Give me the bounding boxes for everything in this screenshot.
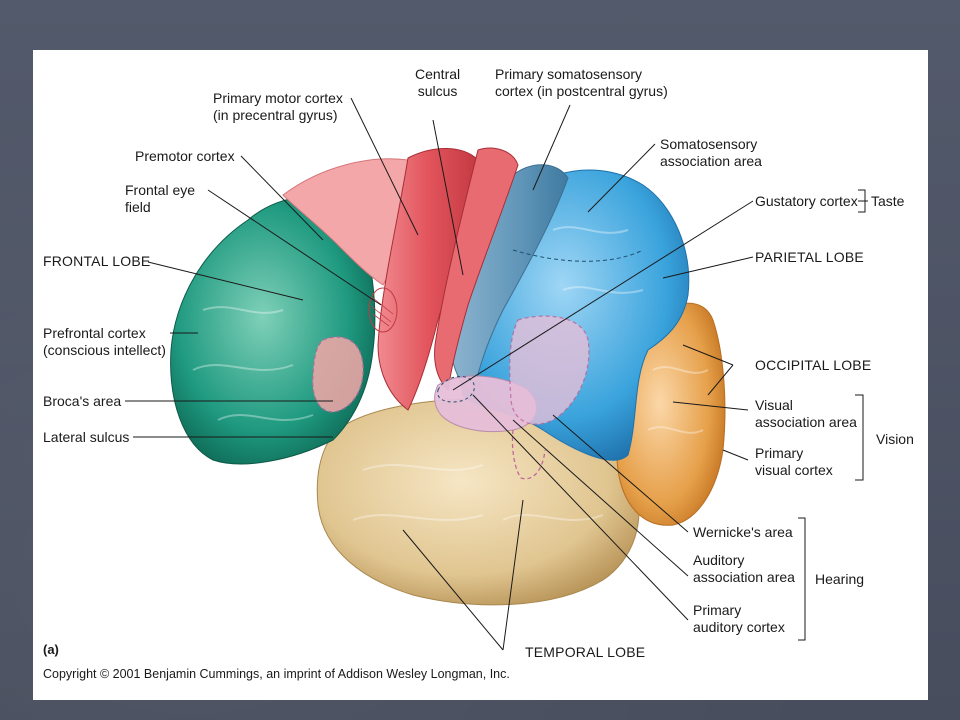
- somatosensory-assoc-outline: [512, 249, 644, 262]
- brain-diagram: [125, 97, 868, 651]
- label-taste: Taste: [871, 193, 905, 209]
- label-primary-motor-cortex: Primary motor cortex(in precentral gyrus…: [213, 90, 343, 123]
- frontal-eye-field-region: [368, 287, 398, 333]
- gustatory-region: [437, 375, 475, 403]
- label-gustatory-cortex: Gustatory cortex: [755, 193, 858, 209]
- label-vision: Vision: [876, 431, 914, 447]
- primary-auditory-outline: [511, 429, 546, 480]
- label-lateral-sulcus: Lateral sulcus: [43, 429, 130, 445]
- brocas-area-region: [312, 336, 364, 413]
- label-premotor-cortex: Premotor cortex: [135, 148, 235, 164]
- label-prefrontal-cortex: Prefrontal cortex(conscious intellect): [43, 325, 166, 358]
- label-temporal-lobe: TEMPORAL LOBE: [525, 644, 646, 660]
- label-hearing: Hearing: [815, 571, 865, 587]
- panel-label: (a): [43, 642, 59, 657]
- gyri-texture: [192, 226, 709, 521]
- copyright-text: Copyright © 2001 Benjamin Cummings, an i…: [43, 667, 510, 681]
- motor-strip-top: [434, 147, 519, 392]
- label-frontal-lobe: FRONTAL LOBE: [43, 253, 151, 269]
- label-brocas-area: Broca's area: [43, 393, 122, 409]
- label-occipital-lobe: OCCIPITAL LOBE: [755, 357, 872, 373]
- label-parietal-lobe: PARIETAL LOBE: [755, 249, 864, 265]
- brackets: [798, 189, 866, 641]
- label-wernickes-area: Wernicke's area: [693, 524, 793, 540]
- wernicke-region: [509, 315, 590, 425]
- leader-lines: [125, 97, 868, 651]
